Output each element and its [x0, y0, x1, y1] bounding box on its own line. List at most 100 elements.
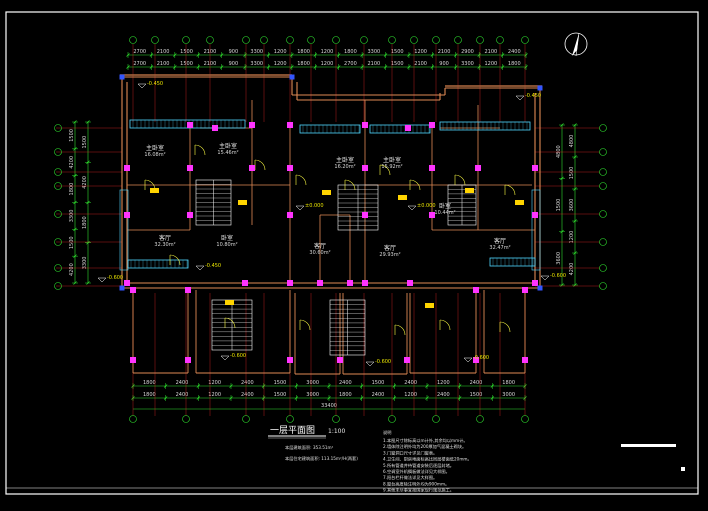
dim-top-b-slash [407, 65, 411, 69]
room-labels: 主卧室16.08m²主卧室15.46m²主卧室16.20m²主卧室15.92m²… [144, 142, 510, 258]
dim-bottom-a-label: 2400 [339, 380, 352, 386]
column [187, 122, 193, 128]
dim-bottom-b-slash [359, 396, 364, 400]
dim-top-a-label: 1200 [321, 49, 334, 55]
dim-left-a-slash [73, 281, 77, 285]
grid-bubble-icon [151, 36, 159, 44]
dim-top-a-slash [196, 53, 200, 57]
dim-top-a-label: 2100 [438, 49, 451, 55]
dim-bottom-a-label: 1500 [274, 380, 287, 386]
door-tag [225, 300, 234, 305]
dim-top-b-label: 1200 [485, 61, 498, 67]
column [124, 165, 130, 171]
grid-bubble-icon [54, 124, 62, 132]
elevation-marker-icon [463, 357, 473, 363]
dim-right-b-slash [560, 229, 564, 234]
column [362, 122, 368, 128]
legend-bar [621, 444, 676, 447]
dim-bottom-b-slash [229, 396, 233, 400]
dim-left-a-slash [73, 254, 77, 258]
dim-right-a-slash [573, 219, 577, 223]
dim-right-a-slash [573, 187, 577, 191]
room-area-r10: 10.44m² [434, 210, 455, 216]
dim-bottom-b-label: 2400 [176, 392, 189, 398]
dim-bottom-b-label: 1200 [404, 392, 417, 398]
dim-left-a-label: 1500 [69, 129, 75, 142]
grid-bubble-icon [388, 36, 396, 44]
dim-bottom-b-label: 2400 [241, 392, 254, 398]
dim-top-b-slash [126, 65, 130, 69]
dim-top-b-label: 2100 [414, 61, 427, 67]
dim-bottom-a-slash [490, 384, 495, 388]
elevation-marks: ±0.000±0.000-0.450-0.450-0.450-0.600-0.6… [97, 81, 566, 367]
room-area-r1: 16.08m² [144, 152, 165, 158]
dim-top-b-label: 1200 [321, 61, 334, 67]
dim-bottom-b-label: 1500 [274, 392, 287, 398]
room-area-r3: 16.20m² [334, 164, 355, 170]
drawing-title: 一层平面图 [270, 425, 315, 436]
dim-total-label: 33400 [321, 403, 337, 409]
dim-left-b-slash [86, 281, 90, 285]
dim-top-b-label: 2100 [367, 61, 380, 67]
dim-left-a-label: 3300 [69, 210, 75, 223]
column [185, 357, 191, 363]
room-name-r7: 客厅 [384, 244, 396, 252]
north-arrow-icon [564, 32, 588, 57]
grid-bubble-icon [388, 415, 396, 423]
dim-top-a-slash [313, 53, 318, 57]
column [187, 212, 193, 218]
dim-top-a-label: 1800 [297, 49, 310, 55]
column [287, 165, 293, 171]
dim-top-b-label: 1500 [391, 61, 404, 67]
stairs [195, 179, 477, 356]
grid-bubble-icon [54, 168, 62, 176]
dim-bottom-a-label: 1200 [437, 380, 450, 386]
grid-bubble-icon [54, 148, 62, 156]
dim-left-a-slash [73, 200, 77, 205]
elevation-marker-icon [295, 205, 305, 211]
dim-top-b-slash [266, 65, 271, 69]
grid-bubble-icon [129, 415, 137, 423]
grid-bubble-icon [206, 36, 214, 44]
dim-right-b-label: 4800 [556, 145, 562, 158]
dim-left-a-label: 1800 [69, 183, 75, 196]
dim-top-a-label: 900 [229, 49, 239, 55]
note-line: 3.门窗洞口尺寸详见门窗表。 [383, 449, 437, 456]
door-swing [394, 324, 406, 336]
column-corner [537, 285, 543, 291]
dim-bottom-b-label: 1500 [470, 392, 483, 398]
grid-bubble-icon [54, 238, 62, 246]
dim-top-a-label: 2700 [133, 49, 146, 55]
dim-bottom-a-slash [229, 384, 233, 388]
column [242, 280, 248, 286]
dim-bottom-a-slash [457, 384, 462, 388]
dim-bottom-b-label: 1800 [143, 392, 156, 398]
elevation-label: -0.450 [525, 93, 541, 99]
area-line-2: 本层住宅建筑面积: 113.15m²/H(两套) [285, 455, 358, 462]
dim-top-a-label: 2100 [485, 49, 498, 55]
room-area-r7: 29.93m² [379, 252, 400, 258]
room-area-r4: 15.92m² [381, 164, 402, 170]
column [287, 212, 293, 218]
area-line-1: 本层建筑面积: 353.51m² [285, 444, 334, 451]
dim-top-a-slash [430, 53, 435, 57]
column [287, 357, 293, 363]
dim-bottom-a-label: 1800 [143, 380, 156, 386]
door-swing [439, 319, 451, 331]
dim-top-a-slash [500, 53, 505, 57]
dim-top-a-label: 1800 [344, 49, 357, 55]
grid-bubble-icon [129, 36, 137, 44]
dim-bottom-b-slash [294, 396, 299, 400]
grid-bubble-icon [599, 264, 607, 272]
room-area-r9: 10.80m² [216, 242, 237, 248]
door-swing [299, 319, 311, 331]
dim-bottom-a-label: 1500 [372, 380, 385, 386]
column [362, 165, 368, 171]
dim-bottom-a-slash [425, 384, 429, 388]
grid-bubble-icon [307, 36, 315, 44]
door-swing [169, 254, 181, 266]
column [287, 122, 293, 128]
dim-bottom-b-label: 1200 [208, 392, 221, 398]
note-line: 4.卫生间、厨房地面标高比同层楼面低20mm。 [383, 456, 472, 463]
